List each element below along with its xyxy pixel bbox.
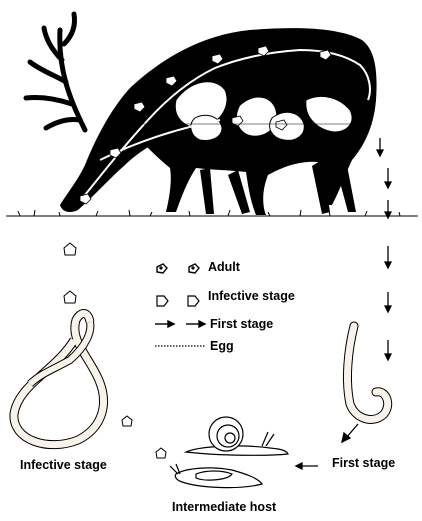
adult-symbol [157,264,199,273]
label-first-stage: First stage [332,456,395,470]
label-infective-stage: Infective stage [20,458,107,472]
legend-symbols [155,264,206,346]
legend-first-stage-label: First stage [210,317,273,331]
first-stage-symbol [155,321,205,327]
legend-adult-label: Adult [208,260,240,274]
legend-egg-label: Egg [210,339,234,353]
first-stage-larva-icon [347,326,387,419]
infective-stage-symbol [157,296,199,306]
snail-icon [186,417,288,455]
legend-infective-label: Infective stage [208,289,295,303]
antler-icon [26,14,85,130]
infective-larva-icon [14,314,104,445]
slug-icon [170,464,262,488]
label-intermediate-host: Intermediate host [172,500,276,514]
